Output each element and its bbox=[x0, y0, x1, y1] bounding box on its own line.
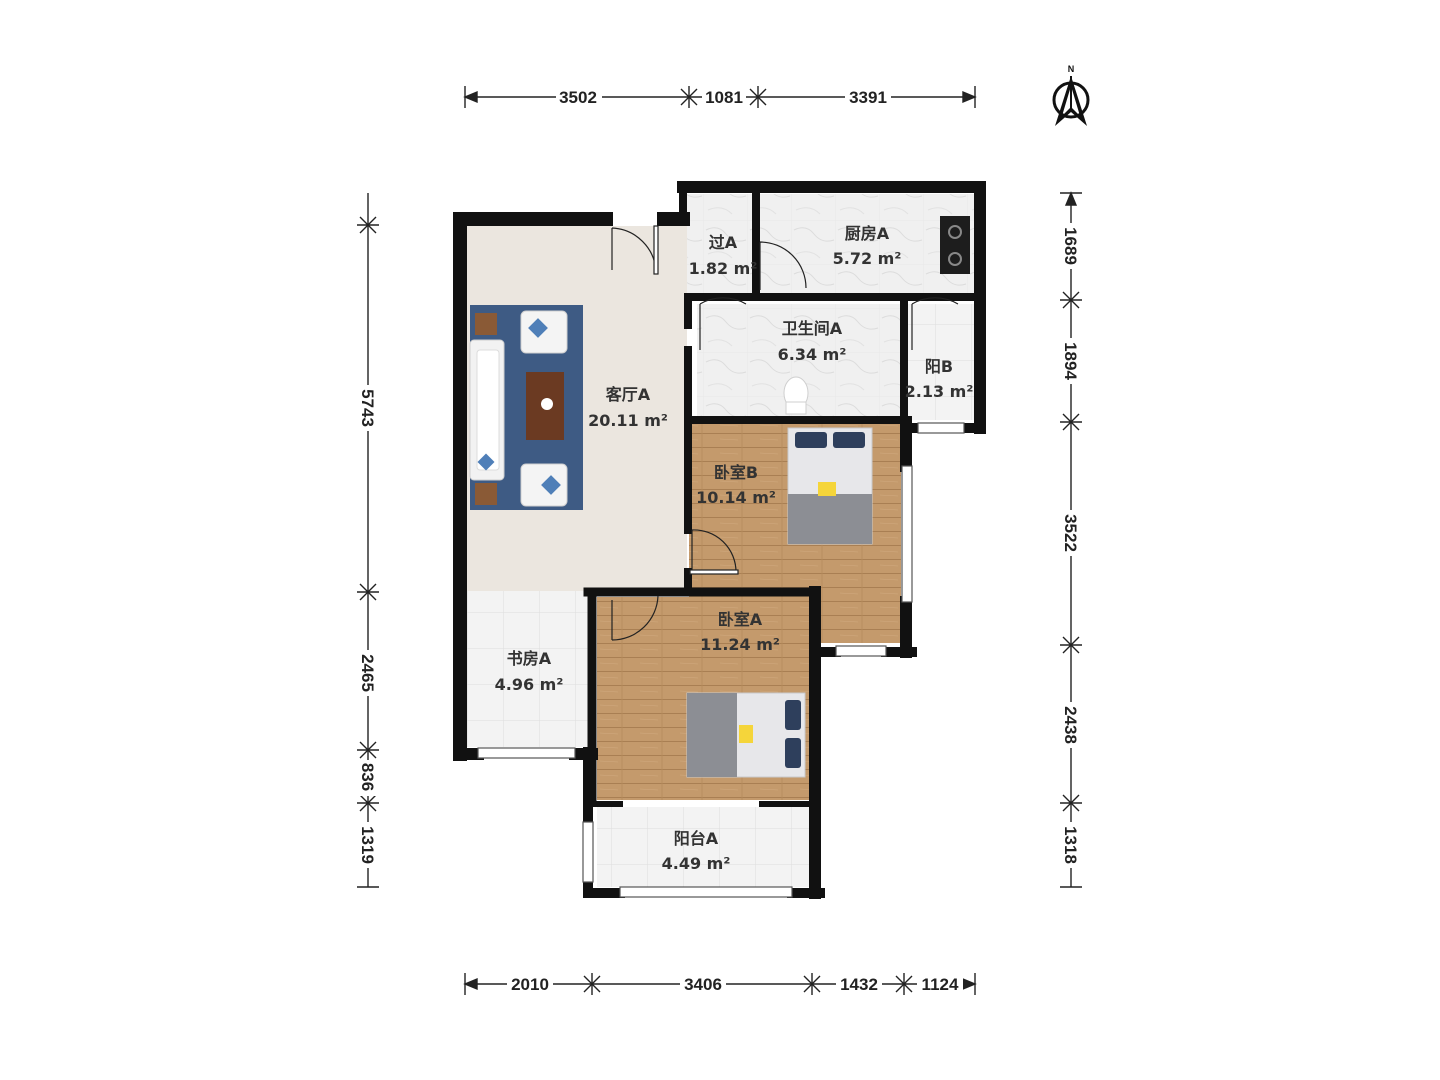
dim-right-1: 1689 bbox=[1061, 227, 1080, 265]
bedroom-b-name: 卧室B bbox=[714, 463, 758, 482]
window bbox=[582, 821, 594, 883]
dimension-right-labels: 1689 1894 3522 2438 1318 bbox=[1061, 223, 1081, 868]
dim-bottom-3: 1432 bbox=[840, 975, 878, 994]
side-table bbox=[475, 483, 497, 505]
balcony-a-floor bbox=[597, 807, 809, 887]
passage-name: 过A bbox=[709, 233, 738, 252]
balcony-a-name: 阳台A bbox=[674, 829, 719, 848]
pillow-icon bbox=[528, 318, 548, 338]
dim-right-3: 3522 bbox=[1061, 514, 1080, 552]
tray-icon bbox=[739, 725, 753, 743]
sofa-cushion bbox=[476, 349, 500, 471]
bedroom-b-area: 10.14 m² bbox=[696, 488, 776, 507]
door-swing bbox=[911, 297, 959, 350]
compass-label: N bbox=[1068, 64, 1075, 74]
door-leaf bbox=[689, 569, 739, 575]
doors bbox=[611, 225, 959, 641]
door-swing bbox=[611, 595, 659, 641]
dimension-top-labels: 3502 1081 3391 bbox=[556, 87, 891, 107]
dim-top-2: 1081 bbox=[705, 88, 743, 107]
burner-icon bbox=[948, 252, 962, 266]
kitchen-floor bbox=[760, 194, 974, 297]
north-arrow-icon: N bbox=[1052, 64, 1090, 126]
dim-top-1: 3502 bbox=[559, 88, 597, 107]
bedroom-b-furniture bbox=[787, 427, 873, 545]
dim-left-3: 836 bbox=[358, 763, 377, 791]
door-swing bbox=[759, 241, 807, 290]
bed-blanket bbox=[687, 693, 737, 777]
window bbox=[835, 645, 887, 657]
passage-floor bbox=[687, 194, 756, 297]
door-swing bbox=[691, 529, 737, 573]
study-name: 书房A bbox=[507, 649, 552, 668]
bedroom-a-name: 卧室A bbox=[718, 610, 763, 629]
bathroom-fixtures bbox=[783, 376, 809, 415]
kitchen-area: 5.72 m² bbox=[833, 249, 902, 268]
kitchen-fixtures bbox=[940, 216, 970, 274]
tray-icon bbox=[818, 482, 836, 496]
bedroom-a-furniture bbox=[686, 692, 806, 778]
dim-right-5: 1318 bbox=[1061, 826, 1080, 864]
study-floor bbox=[467, 591, 588, 747]
dimension-left-labels: 5743 2465 836 1319 bbox=[358, 385, 378, 868]
dim-left-2: 2465 bbox=[358, 654, 377, 692]
armchair-top bbox=[520, 310, 568, 354]
bathroom-name: 卫生间A bbox=[782, 319, 843, 338]
dim-bottom-1: 2010 bbox=[511, 975, 549, 994]
room-labels: 客厅A 20.11 m² 过A 1.82 m² 厨房A 5.72 m² 卫生间A… bbox=[495, 224, 974, 873]
passage-area: 1.82 m² bbox=[689, 259, 758, 278]
balcony-b-area: 2.13 m² bbox=[905, 382, 974, 401]
window bbox=[619, 886, 793, 898]
bed-pillow bbox=[833, 432, 865, 448]
dim-right-4: 2438 bbox=[1061, 706, 1080, 744]
bed-pillow bbox=[795, 432, 827, 448]
living-room-furniture bbox=[469, 305, 583, 510]
bed-blanket bbox=[788, 494, 872, 544]
dimension-bottom-labels: 2010 3406 1432 1124 bbox=[507, 974, 963, 994]
window bbox=[901, 465, 913, 603]
dim-top-3: 3391 bbox=[849, 88, 887, 107]
bed-pillow bbox=[785, 738, 801, 768]
dim-bottom-2: 3406 bbox=[684, 975, 722, 994]
pillow-icon bbox=[477, 453, 495, 471]
dim-right-2: 1894 bbox=[1061, 342, 1080, 380]
dim-left-1: 5743 bbox=[358, 389, 377, 427]
dim-bottom-4: 1124 bbox=[922, 975, 959, 994]
pillow-icon bbox=[541, 475, 561, 495]
windows bbox=[477, 422, 965, 898]
study-area: 4.96 m² bbox=[495, 675, 564, 694]
living-room-area: 20.11 m² bbox=[588, 411, 668, 430]
door-leaf bbox=[653, 225, 659, 275]
bathroom-area: 6.34 m² bbox=[778, 345, 847, 364]
dim-left-4: 1319 bbox=[358, 826, 377, 864]
bedroom-a-area: 11.24 m² bbox=[700, 635, 780, 654]
window bbox=[917, 422, 965, 434]
toilet-tank bbox=[785, 401, 807, 415]
burner-icon bbox=[948, 225, 962, 239]
door-swing bbox=[699, 297, 747, 350]
kitchen-name: 厨房A bbox=[845, 224, 890, 243]
balcony-a-area: 4.49 m² bbox=[662, 854, 731, 873]
balcony-b-floor bbox=[908, 304, 974, 420]
living-room-name: 客厅A bbox=[606, 385, 651, 404]
balcony-b-name: 阳B bbox=[925, 357, 953, 376]
window bbox=[477, 747, 576, 759]
side-table bbox=[475, 313, 497, 335]
bed-pillow bbox=[785, 700, 801, 730]
vase-icon bbox=[541, 398, 553, 410]
